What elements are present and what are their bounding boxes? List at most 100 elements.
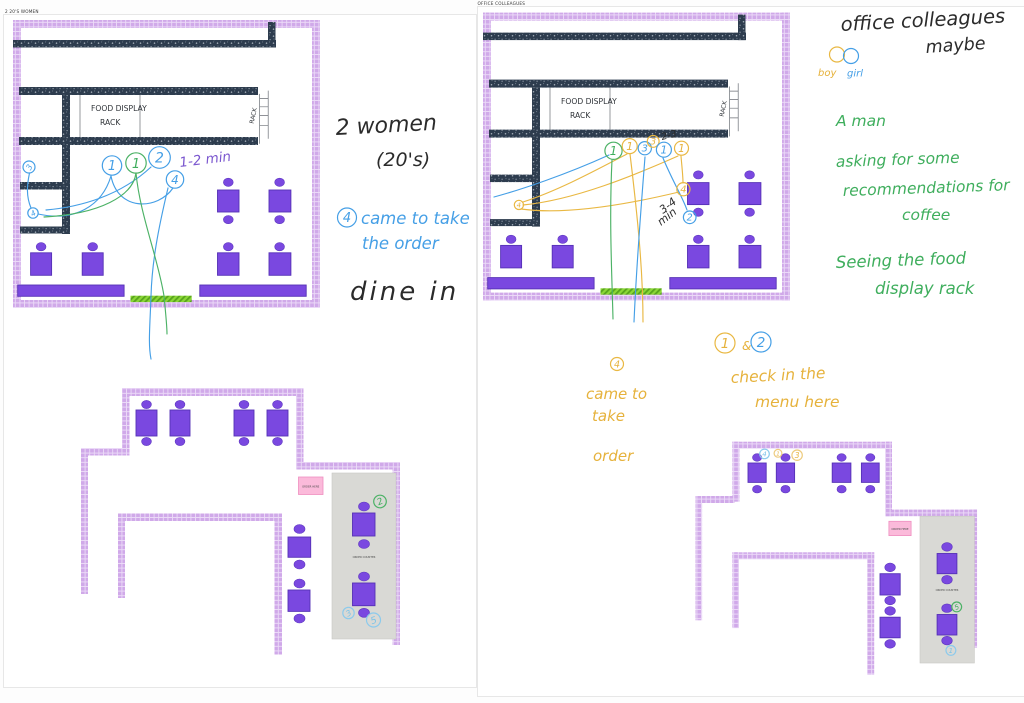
note-man-3[interactable]: recommendations for: [843, 176, 1012, 200]
note-man-4[interactable]: coffee: [902, 206, 950, 224]
svg-text:3: 3: [650, 138, 656, 148]
marker-yellow1[interactable]: 1: [621, 138, 638, 155]
marker-green1[interactable]: 1: [125, 152, 147, 174]
order-note[interactable]: ORDER HERE: [298, 476, 324, 495]
svg-text:1: 1: [610, 144, 618, 158]
marker-blue1[interactable]: 1: [101, 155, 123, 176]
marker-room4[interactable]: 4: [27, 207, 39, 219]
note-girl[interactable]: girl: [847, 69, 863, 80]
order-note[interactable]: ORDER HERE: [888, 520, 912, 536]
table-group[interactable]: [135, 400, 158, 446]
marker-room3[interactable]: 3: [22, 160, 36, 174]
table-group[interactable]: [775, 453, 796, 494]
note-amp[interactable]: &: [742, 339, 751, 353]
svg-text:1: 1: [776, 452, 780, 458]
marker-blue1[interactable]: 1: [655, 141, 673, 158]
svg-text:4: 4: [29, 208, 38, 218]
marker-yellow1b[interactable]: 1: [673, 140, 690, 156]
counter-label: ORDER COUNTER: [353, 555, 376, 559]
order-here-label: ORDER HERE: [891, 527, 908, 531]
note-headline[interactable]: 2 women: [335, 111, 438, 141]
marker-yellow4[interactable]: 4: [676, 181, 691, 197]
frame-right-title[interactable]: OFFICE COLLEAGUES: [478, 1, 526, 6]
svg-text:2: 2: [687, 213, 693, 224]
marker-bottom-green5[interactable]: 5: [951, 601, 963, 613]
marker-note-yellow1[interactable]: 1: [714, 332, 736, 354]
note-steps[interactable]: 2-3: [660, 128, 678, 142]
note-came-to[interactable]: came to: [586, 385, 647, 403]
path-strokes-page1[interactable]: [26, 166, 174, 360]
svg-text:4: 4: [614, 360, 620, 371]
marker-bottom-green2[interactable]: 2: [373, 494, 387, 509]
note-boy[interactable]: boy: [818, 68, 837, 79]
floor-plan-top-left-page[interactable]: FOOD DISPLAY RACK RACK: [12, 19, 321, 309]
marker-yellow3[interactable]: 3: [646, 134, 660, 148]
marker-blue4[interactable]: 4: [165, 170, 185, 189]
rack-label: RACK: [100, 118, 121, 127]
marker-bottom-yellow3[interactable]: 3: [791, 449, 803, 461]
table-group[interactable]: [860, 453, 880, 494]
marker-blue2[interactable]: 2: [148, 146, 171, 169]
note-man-2[interactable]: asking for some: [836, 149, 960, 171]
table-group[interactable]: [233, 400, 255, 446]
svg-text:2: 2: [376, 497, 386, 509]
rack-label: RACK: [570, 111, 591, 120]
svg-text:4: 4: [171, 173, 179, 187]
table-group[interactable]: [747, 453, 767, 494]
marker-blue3[interactable]: 3: [637, 140, 653, 156]
svg-text:1: 1: [132, 157, 140, 172]
marker-note-blue2[interactable]: 2: [750, 331, 772, 353]
note-man-5[interactable]: Seeing the food: [835, 248, 966, 272]
table-group[interactable]: [287, 524, 312, 570]
svg-text:3: 3: [344, 608, 353, 618]
svg-text:1: 1: [108, 159, 116, 174]
note-time[interactable]: 1-2 min: [179, 149, 232, 171]
note-take[interactable]: take: [592, 407, 625, 425]
note-menu-1[interactable]: check in the: [730, 364, 826, 387]
svg-text:4: 4: [680, 185, 686, 196]
marker-bottom-blue1[interactable]: 1: [945, 644, 957, 656]
table-group[interactable]: [287, 578, 311, 624]
note-man-1[interactable]: A man: [835, 112, 886, 130]
counter-area[interactable]: ORDER COUNTER: [919, 515, 975, 664]
marker-note-yellow4[interactable]: 4: [609, 356, 625, 372]
marker-bottom-blue3[interactable]: 3: [342, 606, 355, 620]
note-headline-2[interactable]: maybe: [925, 34, 986, 58]
marker-blue2[interactable]: 2: [682, 210, 697, 225]
floor-plan-bottom-left-page[interactable]: ORDER HERE ORDER COUNTER 2: [81, 388, 400, 655]
rack-side-label: RACK: [249, 106, 259, 124]
table-group[interactable]: [266, 400, 289, 446]
note-dine-in[interactable]: dine in: [350, 277, 459, 307]
svg-text:5: 5: [369, 615, 378, 627]
table-group[interactable]: [169, 400, 191, 446]
svg-text:1: 1: [949, 647, 953, 655]
note-menu-2[interactable]: menu here: [755, 393, 839, 411]
counter-area[interactable]: ORDER COUNTER: [331, 472, 397, 640]
table-group[interactable]: [879, 606, 901, 649]
note-order[interactable]: order: [593, 447, 634, 465]
svg-text:3: 3: [795, 451, 800, 460]
floor-plan-bottom-right-page[interactable]: ORDER HERE ORDER COUNTER 4: [695, 441, 978, 675]
food-display-label: FOOD DISPLAY: [561, 97, 617, 106]
marker-note4[interactable]: 4: [336, 207, 358, 228]
marker-bottom-blue5[interactable]: 5: [365, 612, 382, 628]
floor-plan-top-right-page[interactable]: FOOD DISPLAY RACK RACK: [482, 12, 791, 302]
marker-bottom-blue4[interactable]: 4: [759, 448, 770, 460]
table-group[interactable]: [831, 453, 852, 494]
marker-girl[interactable]: [842, 47, 860, 65]
svg-text:4: 4: [517, 202, 521, 210]
frame-left-title[interactable]: 2 20'S WOMEN: [5, 9, 39, 14]
marker-boy[interactable]: [828, 46, 846, 63]
table-group[interactable]: [879, 562, 901, 606]
note-man-6[interactable]: display rack: [875, 279, 976, 298]
marker-bottom-yellow1[interactable]: 1: [773, 448, 783, 458]
note-age[interactable]: (20's): [376, 149, 430, 171]
marker-green1[interactable]: 1: [604, 141, 623, 160]
note-order-1[interactable]: came to take: [361, 209, 470, 228]
svg-text:2: 2: [757, 335, 766, 351]
marker-room-yellow4[interactable]: 4: [513, 199, 525, 211]
svg-text:1: 1: [626, 140, 633, 153]
counter-label: ORDER COUNTER: [936, 588, 959, 592]
note-order-2[interactable]: the order: [362, 234, 440, 253]
